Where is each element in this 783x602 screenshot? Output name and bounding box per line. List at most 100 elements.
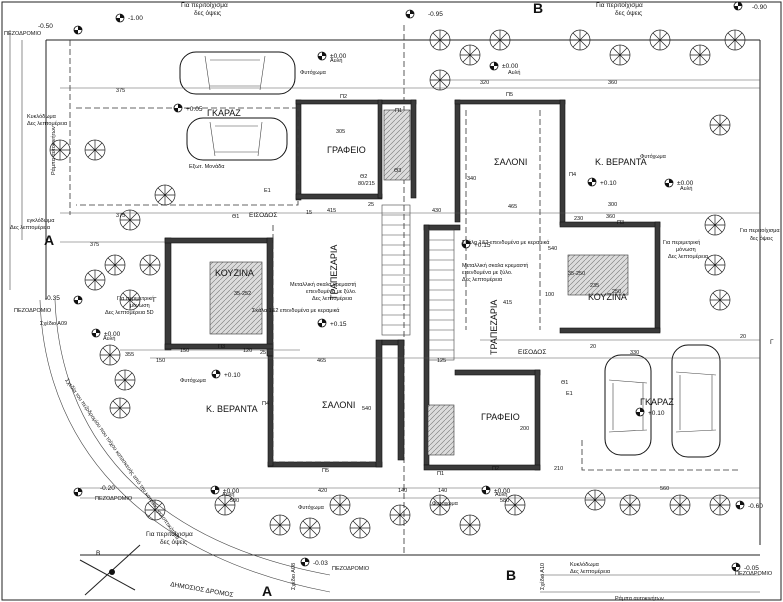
room-salon-top: ΣΑΛΟΝΙ (494, 157, 527, 167)
level-m020: -0.20 (100, 485, 115, 492)
outdoor-unit: Εξωτ. Μονάδα (189, 163, 225, 170)
stair-left-note-1: Μεταλλική σκαλα κρεμαστή (290, 281, 356, 288)
room-veranda-left: Κ. ΒΕΡΑΝΤΑ (206, 404, 258, 414)
dim-200: 200 (520, 426, 529, 432)
plants-right: Φυτόχωμα (640, 153, 667, 160)
stair-left (381, 204, 411, 336)
room-dining-left: ΤΡΑΠΕΖΑΡΙΑ (329, 245, 339, 300)
dim-360b: 360 (606, 214, 615, 220)
public-road: ΔΗΜΟΣΙΟΣ ΔΡΟΜΟΣ (170, 581, 234, 599)
dim-415a: 415 (327, 208, 336, 214)
dim-20a: 20 (740, 334, 746, 340)
left-house-walls (164, 99, 417, 468)
site-boundary (9, 25, 761, 593)
level-p010a: +0.10 (600, 180, 617, 187)
dim-100: 100 (545, 292, 554, 298)
yard-3: Αυλή (680, 185, 693, 192)
dim-580b: 580 (500, 498, 509, 504)
enclosure-left: εγκλόδωμα (27, 217, 55, 224)
dim-330: 330 (630, 350, 639, 356)
section-g-left: Γ (153, 297, 157, 304)
panel-t1b: Θ1 (561, 380, 568, 386)
car-top-2 (186, 117, 288, 161)
dim-360a: 360 (608, 80, 617, 86)
section-b-top: B (533, 0, 543, 16)
level-000a: ±0.00 (330, 53, 347, 60)
dim-140a: 140 (398, 488, 407, 494)
yard-1: Αυλή (330, 57, 343, 64)
dim-300: 300 (608, 202, 617, 208)
panel-p1: Π1 (395, 108, 402, 114)
yard-6: Αυλή (495, 491, 508, 498)
stair-right (427, 229, 455, 361)
window-80-215: 80/215 (358, 181, 375, 187)
right-house-walls (423, 99, 661, 471)
level-m050: -0.50 (38, 23, 53, 30)
level-p005: +0.05 (186, 106, 203, 113)
stair-right-note-2: επενδυμένα με ξύλο. (462, 269, 513, 276)
room-office-left: ΓΡΑΦΕΙΟ (327, 145, 366, 155)
note-aesthetic-right: Για περιτοίχισμα (740, 228, 780, 234)
dim-375a: 375 (116, 88, 125, 94)
kitchen-right-floor (567, 254, 629, 296)
trees (49, 29, 746, 539)
dim-415b: 415 (503, 300, 512, 306)
dim-340: 340 (467, 176, 476, 182)
room-salon-bottom: ΣΑΛΟΝΙ (322, 400, 355, 410)
dim-15: 15 (306, 210, 312, 216)
detail-a10: Σχέδιο Α10 (539, 563, 546, 590)
level-m005: -0.05 (744, 565, 759, 572)
dim-355: 355 (125, 352, 134, 358)
car-bottom-2 (671, 344, 721, 458)
dim-210: 210 (554, 466, 563, 472)
dim-120: 120 (243, 348, 252, 354)
north-b: B (96, 550, 100, 557)
level-000c: ±0.00 (677, 180, 694, 187)
dim-25b: 25 (368, 202, 374, 208)
panel-p3b: Π3 (617, 220, 624, 226)
room-labels: ΓΚΑΡΑΖ ΓΡΑΦΕΙΟ ΣΑΛΟΝΙ Κ. ΒΕΡΑΝΤΑ ΚΟΥΖΙΝΑ… (206, 108, 674, 422)
plants-left: Φυτόχωμα (180, 377, 207, 384)
perimeter-right-3: Δες λεπτομέρεια (668, 253, 709, 260)
panel-p4: Π4 (262, 401, 269, 407)
note-aesthetic-top-right-2: δες όψεις (615, 9, 642, 17)
sidewalk-bottom: ΠΕΖΟΔΡΟΜΙΟ (332, 566, 370, 572)
section-g-right: Γ (770, 339, 774, 346)
perimeter-left-3: Δες λεπτομέρεια 5D (105, 309, 154, 316)
curb-left-2: Δες λεπτομέρεια (27, 120, 68, 127)
stair-left-note-3: Δες λεπτομέρεια (312, 295, 353, 302)
dim-140b: 140 (438, 488, 447, 494)
dim-420: 420 (318, 488, 327, 494)
panel-p4b: Π4 (569, 172, 576, 178)
note-aesthetic-right-2: δες όψεις (750, 235, 773, 242)
note-aesthetic-top-right: Για περιτοίχισμα (596, 1, 643, 9)
dim-125: 125 (437, 358, 446, 364)
ramp-bottom: Ράμπα αυτοκινήτων (615, 595, 664, 602)
sidewalk-top-left: ΠΕΖΟΔΡΟΜΙΟ (4, 31, 42, 37)
car-bottom-1 (604, 354, 652, 456)
dim-465a: 465 (508, 204, 517, 210)
note-aesthetic-bottom: Για περιτοίχισμα (146, 530, 193, 538)
wc-left (383, 109, 411, 181)
section-a-bottom: A (262, 583, 272, 599)
dim-560: 560 (660, 486, 669, 492)
panel-p2b: Π2 (492, 466, 499, 472)
yard-2: Αυλή (508, 69, 521, 76)
panel-t1: Θ1 (232, 214, 239, 220)
dim-235: 235 (590, 283, 599, 289)
window-t2: Θ2 (360, 174, 367, 180)
stair-right-note-0: Σκάλα 1&2 επενδυμένα με κεραμικά (462, 239, 550, 246)
dim-305: 305 (336, 129, 345, 135)
dim-25a: 25 (260, 350, 266, 356)
dim-540a: 540 (362, 406, 371, 412)
panel-p1b: Π1 (437, 471, 444, 477)
stair-right-note-1: Μεταλλική σκαλα κρεμαστή (462, 262, 528, 269)
diagonal-note: Σχεδία του πεζοδρομίου που τοίχου κατασκ… (63, 377, 181, 541)
window-e1b: E1 (566, 391, 573, 397)
plants-bottom-right: Φυτόχωμα (432, 500, 459, 507)
panel-p3: Π3 (218, 344, 225, 350)
room-garage-right: ΓΚΑΡΑΖ (640, 397, 674, 407)
curb-bottom: Κυκλόδωμα (570, 561, 600, 568)
level-m095: -0.95 (428, 11, 443, 18)
